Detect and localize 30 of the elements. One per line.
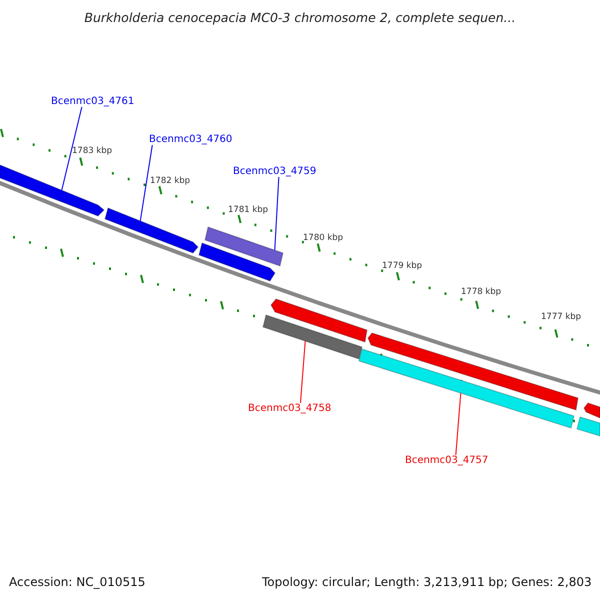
- title: Burkholderia cenocepacia MC0-3 chromosome 2, complete sequen...: [83, 10, 517, 25]
- kbp-label: 1783 kbp: [72, 146, 112, 156]
- gene-feature: [270, 298, 368, 343]
- leader-line: [140, 144, 153, 222]
- kbp-label: 1782 kbp: [150, 176, 190, 186]
- gene-feature: [204, 226, 284, 267]
- gene-feature: [576, 416, 600, 437]
- gene-label: Bcenmc03_4760: [149, 134, 232, 145]
- gene-feature: [367, 332, 579, 411]
- kbp-label: 1780 kbp: [303, 233, 344, 243]
- leader-line: [455, 392, 462, 456]
- gene-feature: [198, 242, 276, 282]
- leader-line: [274, 176, 280, 251]
- gene-label: Bcenmc03_4759: [233, 166, 316, 177]
- kbp-label: 1781 kbp: [228, 205, 268, 215]
- gene-label: Bcenmc03_4758: [248, 403, 332, 414]
- footer-text: Topology: circular; Length: 3,213,911 bp; Genes: 2,803: [262, 575, 592, 589]
- kbp-label: 1777 kbp: [541, 312, 582, 322]
- gene-feature: [358, 348, 575, 429]
- kbp-label: 1779 kbp: [382, 261, 422, 271]
- leader-line: [61, 106, 82, 191]
- gene-feature: [583, 402, 600, 419]
- leader-line: [300, 340, 306, 404]
- kbp-label: 1778 kbp: [461, 287, 502, 297]
- footer-text: Accession: NC_010515: [9, 575, 146, 589]
- gene-label: Bcenmc03_4761: [51, 96, 134, 107]
- gene-label: Bcenmc03_4757: [405, 455, 488, 466]
- gene-feature: [0, 164, 105, 217]
- gene-feature: [262, 314, 363, 360]
- gene-feature: [104, 207, 199, 254]
